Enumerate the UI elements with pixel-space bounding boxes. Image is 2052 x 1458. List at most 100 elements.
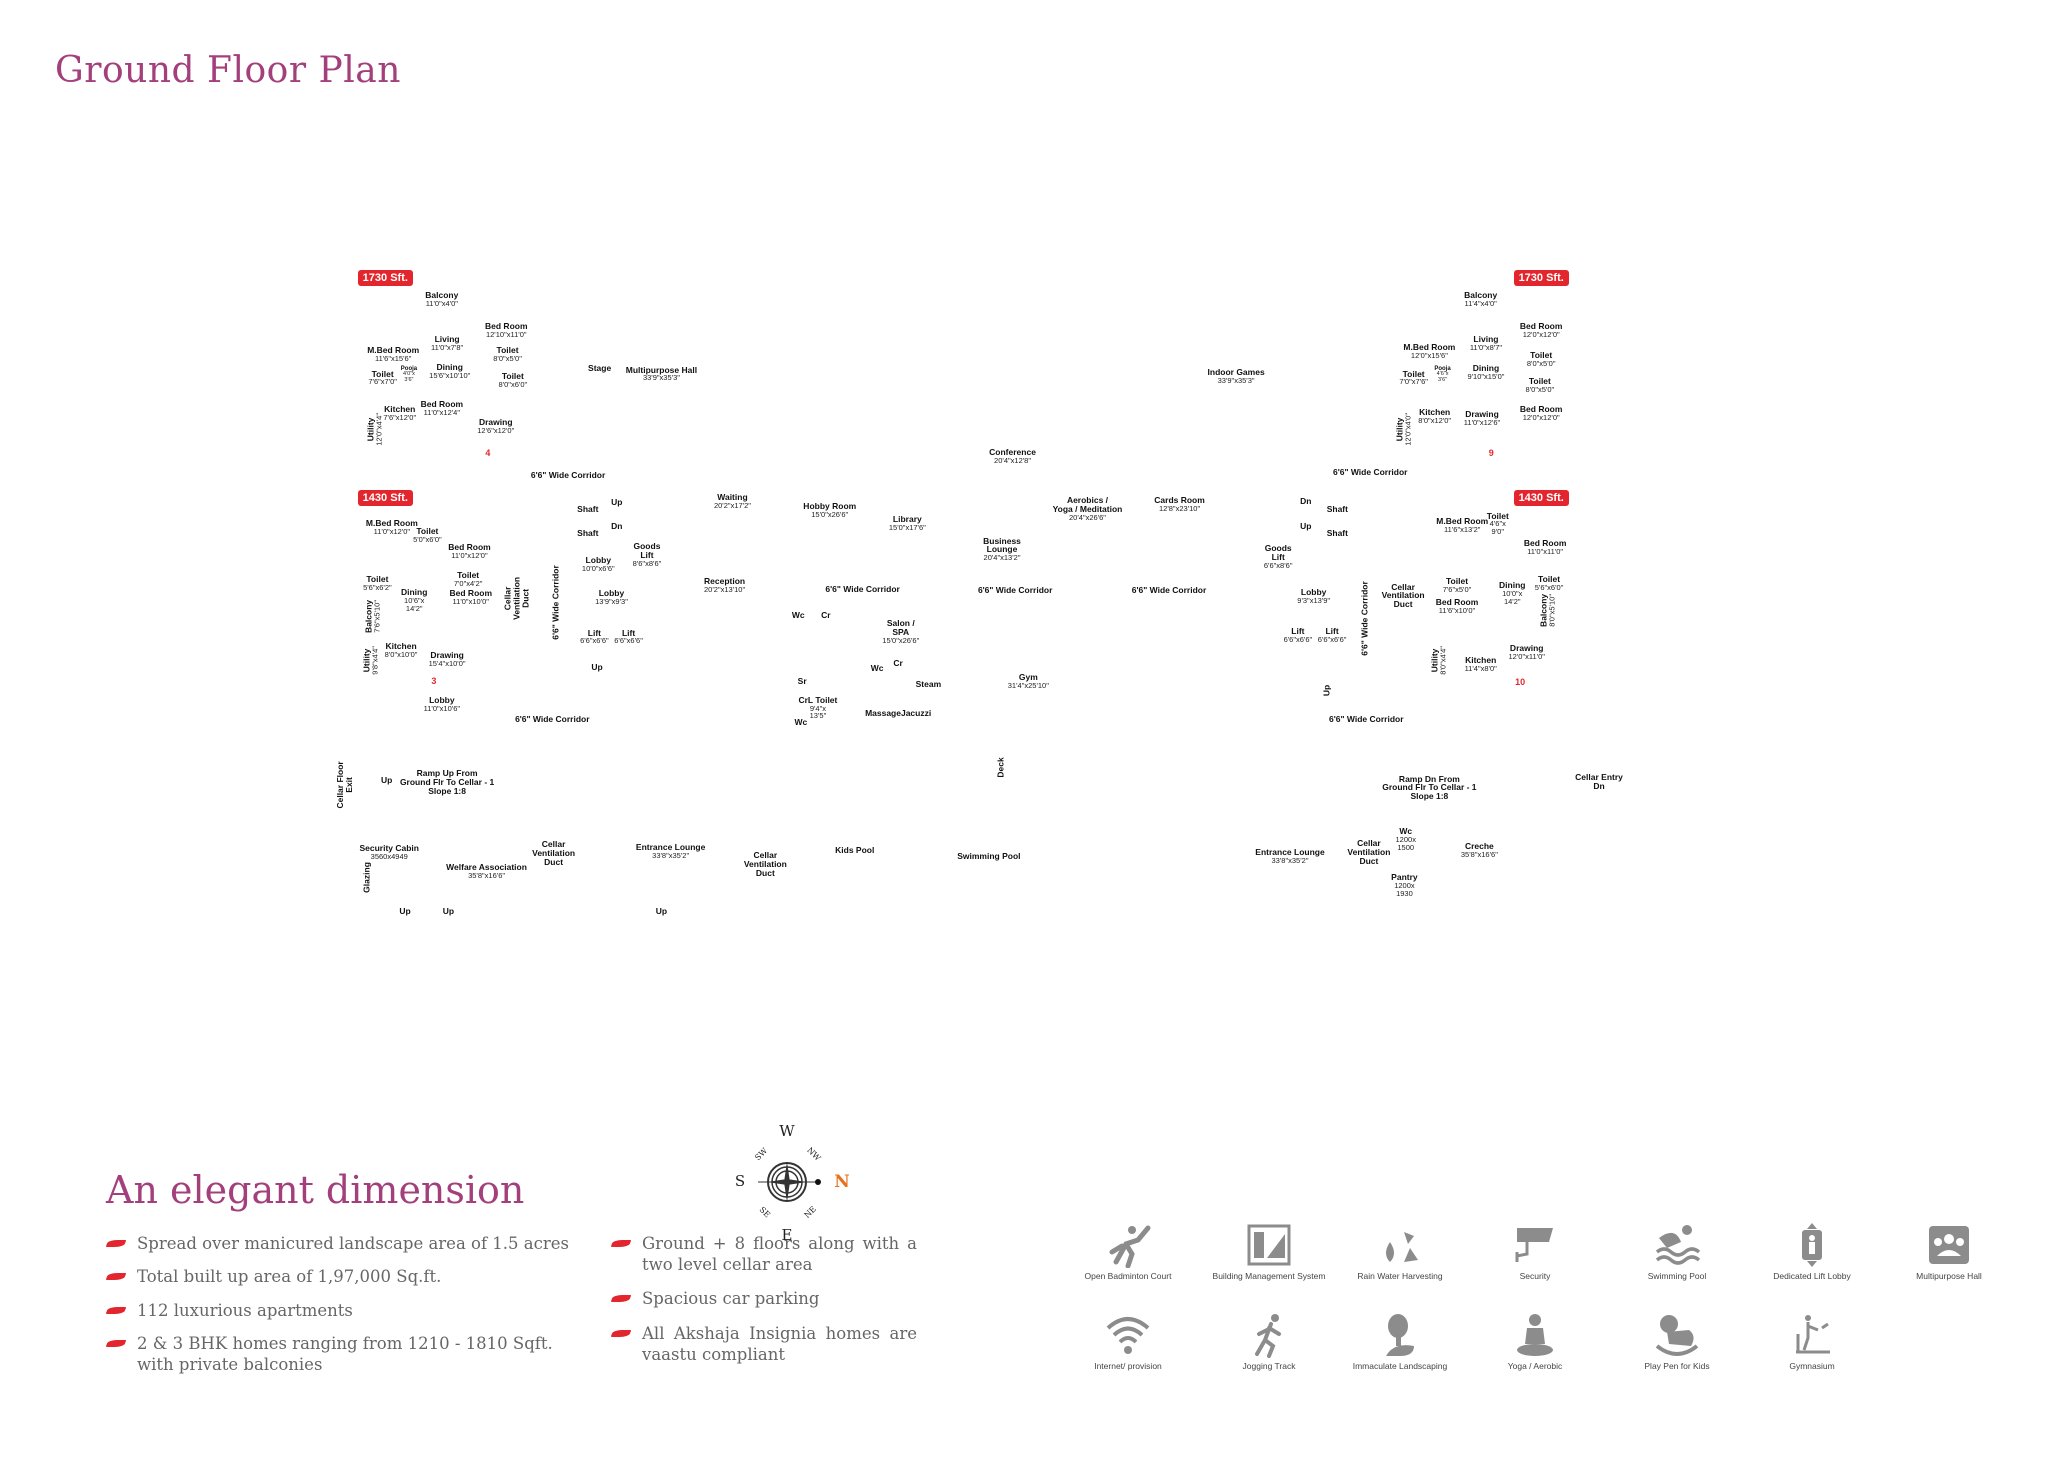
room-name: Sr [797,676,807,687]
room-dimensions: 6'6"x8'6" [1263,561,1293,571]
room-dimensions: 15'0"x26'6" [811,510,849,520]
room-dimensions: 8'0"x10'0" [384,649,418,659]
room-dimensions: 11'0"x12'6" [1463,418,1501,428]
room-name: Lift [1325,626,1339,637]
room-name: Toilet [1402,368,1425,379]
room-name: Multipurpose Hall [625,364,698,375]
room-name: Up [1321,685,1332,697]
room-label: 6'6" Wide Corridor [1359,581,1370,656]
room-name: Dining [1472,363,1500,374]
amenity-item: Jogging Track [1204,1312,1334,1371]
amenity-item: Security [1470,1222,1600,1281]
feature-item: Ground + 8 floors along with a two level… [610,1233,917,1276]
room-label: Up [611,498,622,507]
bullet-icon [610,1295,632,1302]
room-name: Swimming Pool [957,851,1021,862]
room-name: Cellar Entry Dn [1575,772,1623,792]
room-dimensions: 12'0"x4'4" [374,412,384,446]
room-name: Kitchen [384,404,416,415]
room-name: Shaft [1326,527,1348,538]
room-dimensions: 8'0"x5'0" [1525,385,1555,395]
room-name: Dining [1499,580,1526,591]
room-name: CrL Toilet [798,694,838,705]
room-name: Security Cabin [359,843,419,854]
room-name: Lobby [1300,586,1327,597]
room-name: Toilet [1528,376,1551,387]
features-heading: An elegant dimension [106,1168,525,1212]
room-name: Lobby [598,588,625,599]
unit-number: 10 [1515,677,1526,688]
room-name: Toilet [416,526,439,537]
room-dimensions: 33'8"x35'2" [652,850,690,860]
room-dimensions: 11'0"x7'8" [430,343,464,353]
room-name: Balcony [1464,289,1498,300]
room-name: Bed Room [420,398,464,409]
room-name: Bed Room [1435,597,1479,608]
room-name: Toilet [501,371,524,382]
bullet-icon [610,1240,632,1247]
room-label: Swimming Pool [957,852,1020,861]
room-name: Bed Room [449,588,493,599]
room-dimensions: 13'9"x9'3" [595,597,628,607]
unit-number: 3 [431,675,437,686]
room-dimensions: 11'0"x4'0" [425,298,458,308]
room-dimensions: 7'0"x7'6" [1399,377,1428,387]
room-dimensions: 20'2"x17'2" [713,501,751,511]
room-name: Shaft [577,503,599,514]
room-label: 6'6" Wide Corridor [1132,586,1206,595]
room-name: 6'6" Wide Corridor [1359,581,1370,656]
room-name: Living [434,334,460,345]
room-label: Shaft [1326,527,1348,538]
room-name: Cr [821,610,831,621]
room-dimensions: 11'6"x10'0" [1438,606,1476,616]
room-label: Cellar Entry Dn [1575,773,1623,791]
room-name: Toilet [1445,576,1469,587]
room-dimensions: 31'4"x25'10" [1007,681,1049,691]
room-dimensions: 11'0"x8'7" [1469,343,1503,353]
feature-item: Spacious car parking [610,1288,917,1309]
feature-item: 112 luxurious apartments [105,1300,577,1321]
room-label: Cellar Ventilation Duct [502,577,530,620]
room-dimensions: 1200x 1500 [1395,835,1416,852]
room-name: Glazing [361,862,372,893]
room-dimensions: 15'6"x10'10" [429,370,471,380]
room-label: Deck [995,757,1005,777]
feature-item: 2 & 3 BHK homes ranging from 1210 - 1810… [105,1333,577,1376]
room-name: Cr [893,657,903,668]
amenity-item: Swimming Pool [1612,1222,1742,1281]
room-label: Cellar Ventilation Duct [1382,582,1425,610]
room-dimensions: 1200x 1930 [1394,881,1415,898]
room-dimensions: 15'4"x10'0" [428,658,466,668]
room-name: Drawing [1465,409,1499,420]
room-dimensions: 12'0"x15'6" [1410,351,1448,361]
amenity-label: Immaculate Landscaping [1352,1361,1448,1371]
unit-number: 9 [1488,448,1494,459]
svg-text:SE: SE [758,1205,772,1219]
room-name: Goods Lift [633,540,661,560]
room-name: Goods Lift [1264,543,1292,563]
swimmer-icon [1655,1225,1701,1265]
svg-text:N: N [834,1172,850,1192]
room-dimensions: 7'6"x5'10" [372,599,382,633]
